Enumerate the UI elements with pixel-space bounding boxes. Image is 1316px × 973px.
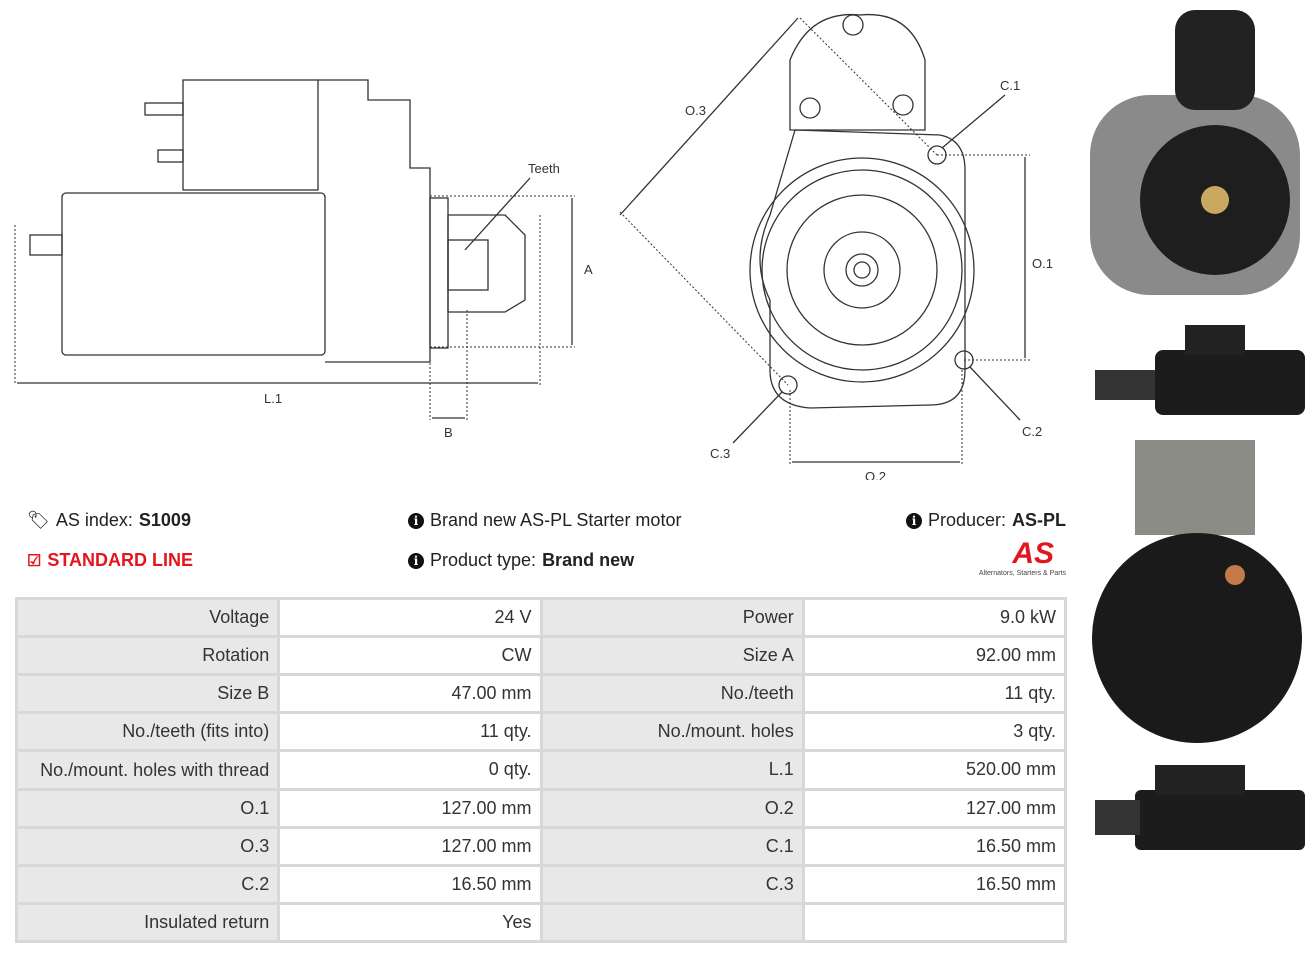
product-type-label: Product type: [430, 550, 537, 570]
info-icon: i [906, 512, 922, 529]
spec-value: 11 qty. [277, 711, 543, 752]
product-type-value: Brand new [542, 550, 635, 570]
spec-label: Rotation [14, 635, 281, 676]
logo-mark: AS [1012, 537, 1054, 570]
label-o2: O.2 [865, 469, 886, 480]
producer-value: AS-PL [1012, 510, 1067, 530]
photo-front-view [1090, 10, 1300, 295]
spec-value: CW [277, 635, 543, 676]
spec-value: 16.50 mm [277, 864, 543, 905]
spec-label: O.1 [14, 788, 281, 829]
spec-label: C.2 [14, 864, 281, 905]
spec-value: 0 qty. [277, 749, 543, 791]
product-photos [1090, 10, 1305, 850]
spec-value: 127.00 mm [801, 788, 1068, 829]
label-c1: C.1 [1000, 78, 1020, 93]
photo-side-view-1 [1095, 325, 1305, 415]
spec-label: C.1 [539, 826, 805, 867]
info-icon: i [408, 552, 424, 569]
label-l1: L.1 [264, 391, 282, 406]
label-c2: C.2 [1022, 424, 1042, 439]
spec-label [539, 902, 805, 943]
spec-label: No./mount. holes with thread [14, 749, 281, 791]
as-logo: AS Alternators, Starters & Parts [966, 537, 1066, 578]
spec-value: 92.00 mm [801, 635, 1068, 676]
info-icon: i [408, 512, 424, 529]
as-index-label: AS index: [55, 510, 133, 530]
spec-value: 16.50 mm [801, 864, 1068, 905]
spec-value: 16.50 mm [801, 826, 1068, 867]
spec-value: 11 qty. [801, 673, 1068, 714]
producer-label: Producer: [928, 510, 1007, 530]
spec-value: Yes [277, 902, 543, 943]
spec-value: 127.00 mm [277, 826, 543, 867]
spec-label: C.3 [539, 864, 805, 905]
spec-label: L.1 [539, 749, 805, 791]
side-view-drawing: Teeth A L.1 B [14, 79, 593, 440]
spec-label: O.3 [14, 826, 281, 867]
spec-label: Power [539, 597, 805, 638]
photo-rear-view [1092, 440, 1302, 743]
spec-value: 47.00 mm [277, 673, 543, 714]
label-a: A [584, 262, 593, 277]
producer: i Producer: AS-PL [906, 510, 1066, 531]
label-o1: O.1 [1032, 256, 1053, 271]
spec-value: 127.00 mm [277, 788, 543, 829]
spec-label: No./mount. holes [539, 711, 805, 752]
label-b: B [444, 425, 453, 440]
spec-label: O.2 [539, 788, 805, 829]
spec-label: Insulated return [14, 902, 281, 943]
product-title-text: Brand new AS-PL Starter motor [430, 510, 682, 530]
as-index-value: S1009 [138, 510, 191, 530]
standard-line-badge: ☑ STANDARD LINE [27, 550, 193, 571]
spec-label: No./teeth [539, 673, 805, 714]
spec-value: 9.0 kW [801, 597, 1068, 638]
spec-label: Size B [14, 673, 281, 714]
label-o3: O.3 [685, 103, 706, 118]
spec-value: 520.00 mm [801, 749, 1068, 791]
photo-side-view-2 [1095, 765, 1305, 850]
label-c3: C.3 [710, 446, 730, 461]
product-type: i Product type: Brand new [408, 550, 634, 571]
as-index: 🏷 AS index: S1009 [27, 510, 191, 531]
front-view-drawing: O.3 C.1 O.1 C.2 C.3 O.2 [619, 13, 1053, 480]
spec-value [801, 902, 1068, 943]
spec-value: 3 qty. [801, 711, 1068, 752]
spec-label: Voltage [14, 597, 281, 638]
standard-line-label: STANDARD LINE [47, 550, 194, 570]
spec-label: Size A [539, 635, 805, 676]
table-row: No./teeth (fits into)11 qty.No./mount. h… [14, 711, 1068, 752]
spec-value: 24 V [277, 597, 543, 638]
spec-label: No./teeth (fits into) [14, 711, 281, 752]
tags-icon: 🏷 [27, 510, 50, 530]
label-teeth: Teeth [528, 161, 560, 176]
logo-tagline: Alternators, Starters & Parts [978, 570, 1066, 577]
product-title: i Brand new AS-PL Starter motor [408, 510, 681, 531]
checkbox-icon: ☑ [27, 552, 42, 570]
